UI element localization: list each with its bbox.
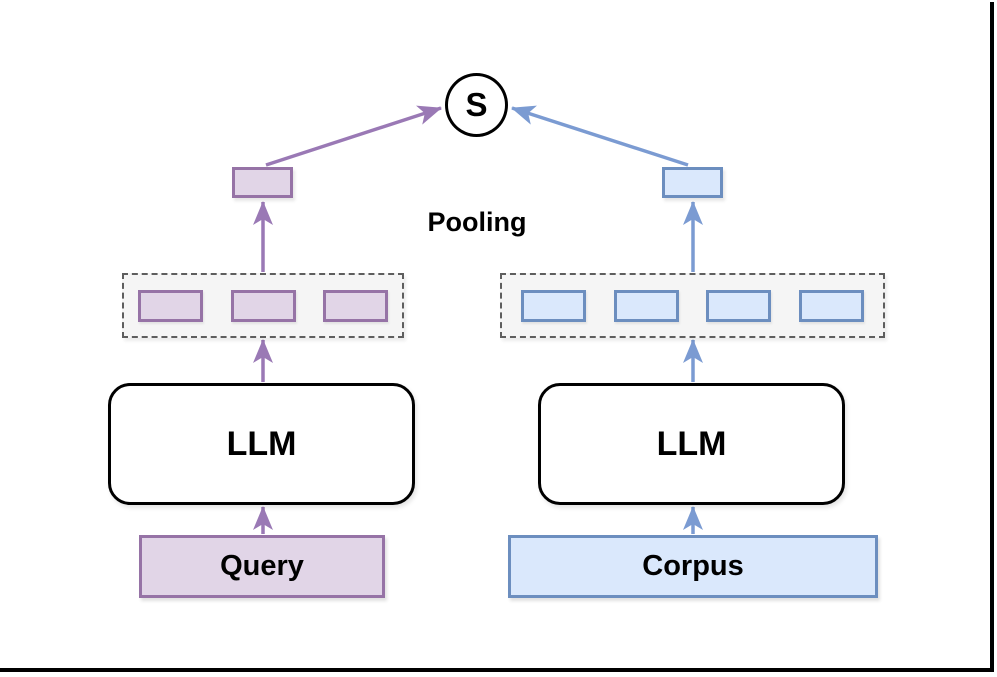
figure-frame-right-edge <box>990 2 994 672</box>
query-token-embedding-strip <box>122 273 404 338</box>
corpus-input-box: Corpus <box>508 535 878 598</box>
query-token-embedding <box>323 289 388 322</box>
pooled-to-score-arrow-right <box>511 105 689 167</box>
query-input-box: Query <box>139 535 385 598</box>
corpus-llm-box: LLM <box>538 383 845 505</box>
corpus-token-embedding <box>798 289 864 322</box>
corpus-token-embedding <box>613 289 679 322</box>
query-token-embedding <box>230 289 296 322</box>
pooled-to-score-arrow-left <box>265 105 442 167</box>
pooling-label: Pooling <box>427 207 527 237</box>
corpus-token-embedding-strip <box>500 273 885 338</box>
corpus-token-embedding <box>521 289 586 322</box>
corpus-pooled-embedding-box <box>662 167 723 198</box>
figure-frame-bottom-edge <box>0 668 994 672</box>
similarity-score-node: S <box>445 73 508 137</box>
corpus-input-label: Corpus <box>642 550 744 582</box>
query-input-label: Query <box>220 550 304 582</box>
corpus-token-embedding <box>706 289 772 322</box>
query-llm-label: LLM <box>226 424 297 463</box>
corpus-llm-label: LLM <box>656 424 727 463</box>
query-pooled-embedding-box <box>232 167 293 198</box>
similarity-score-label: S <box>465 86 488 123</box>
query-llm-box: LLM <box>108 383 415 505</box>
query-token-embedding <box>138 289 203 322</box>
